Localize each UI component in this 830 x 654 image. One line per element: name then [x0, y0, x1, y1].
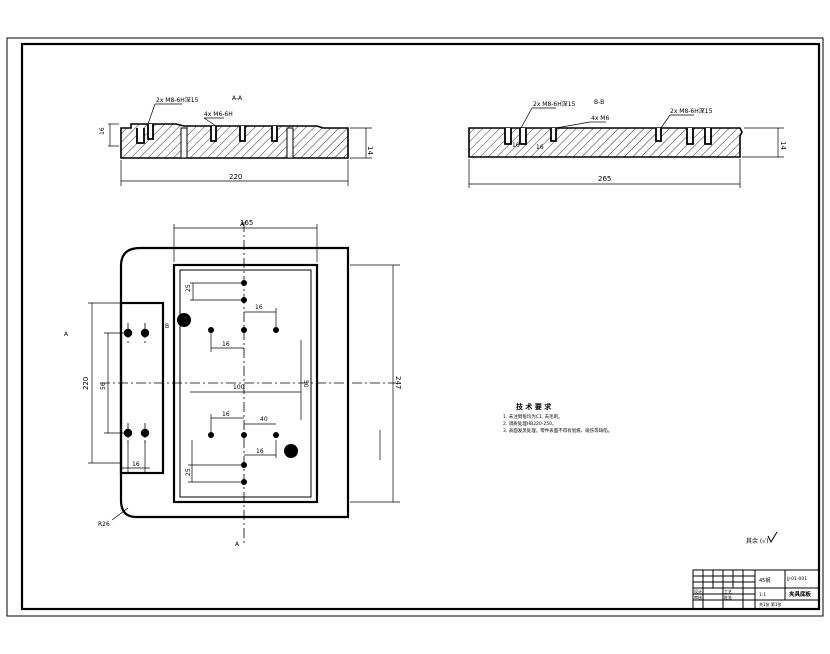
drawing-frame — [20, 42, 821, 611]
locating-pin — [284, 444, 298, 458]
locating-pin — [177, 313, 191, 327]
dim-right-width: 265 — [598, 175, 611, 183]
section-left-body — [120, 123, 349, 159]
dim-upper-hole-1: 25 — [185, 284, 192, 292]
dim-lower-hole-1: 16 — [222, 411, 230, 418]
hole — [241, 297, 247, 303]
pocket-step — [179, 269, 312, 498]
hole — [273, 327, 279, 333]
title-block-grid — [693, 570, 755, 609]
dim-left-thickness: 14 — [366, 146, 374, 155]
dim-top-width: 165 — [240, 219, 253, 227]
callout-right-1: 2x M8-6H深15 — [533, 100, 576, 108]
plan-view: A A A B 165 247 — [64, 219, 402, 548]
dim-right-hole: 16 — [536, 144, 544, 151]
dim-lower-hole-4: 25 — [185, 468, 192, 476]
callout-right-2: 4x M6 — [591, 115, 609, 122]
dim-right-inner: 50 — [302, 380, 309, 388]
title-row-label: 批准 — [724, 594, 732, 600]
tapped-hole — [136, 128, 145, 144]
hole — [241, 327, 247, 333]
tapped-hole — [704, 128, 712, 145]
section-label-left: A-A — [232, 95, 243, 102]
dim-bottom-left: 16 — [132, 461, 140, 468]
section-view-left: A-A 2x M8-6H深15 4x M6-6H 220 14 16 — [99, 95, 374, 186]
cut-marker-bottom: A — [235, 541, 240, 548]
dim-left-height: 220 — [82, 377, 90, 390]
tapped-hole — [504, 128, 512, 145]
callout-left-1: 2x M8-6H深15 — [156, 96, 199, 104]
title-scale: 1:1 — [759, 592, 766, 598]
tapped-hole — [210, 126, 217, 142]
plate-outline — [119, 246, 350, 519]
tapped-hole — [271, 126, 278, 142]
title-row-label: 审核 — [694, 594, 702, 600]
section-label-right: B-B — [594, 99, 604, 106]
hole — [208, 327, 214, 333]
tapped-hole — [519, 128, 527, 145]
tapped-hole — [147, 124, 154, 140]
hole — [241, 280, 247, 286]
dim-upper-hole-2: 16 — [255, 304, 263, 311]
title-material: 45钢 — [759, 577, 770, 584]
hole — [273, 432, 279, 438]
tech-note-line: 1. 未注倒角均为C1, 去毛刺。 — [503, 413, 563, 420]
title-drawing-no: JJ-01-001 — [786, 576, 807, 582]
tech-note-line: 2. 调质处理HB220-250。 — [503, 420, 557, 427]
tech-notes-title: 技 术 要 求 — [516, 402, 552, 411]
tech-note-line: 3. 表面发黑处理，零件表面不得有划痕、碰伤等缺陷。 — [503, 427, 612, 434]
callout-right-3: 2x M8-6H深15 — [670, 107, 713, 115]
inner-pocket — [172, 263, 319, 504]
title-part-name: 夹具底板 — [789, 590, 812, 598]
title-row-label: 工艺 — [724, 589, 732, 594]
tapped-hole — [686, 128, 694, 145]
sheet-trim-border — [6, 37, 824, 617]
dim-lower-hole-2: 40 — [260, 416, 268, 423]
slot — [286, 127, 294, 159]
roughness-text: 其余 (√) — [746, 537, 768, 545]
dim-upper-hole-3: 16 — [222, 341, 230, 348]
cut-marker-right: B — [165, 323, 169, 330]
title-block: 设计 审核 工艺 批准 45钢 JJ-01-001 夹具底板 1:1 共1张 第… — [692, 569, 820, 610]
dim-right-height: 247 — [394, 376, 402, 389]
dim-left-step: 16 — [99, 127, 106, 135]
radius-label: R26 — [98, 521, 110, 528]
hole — [241, 462, 247, 468]
callout-left-2: 4x M6-6H — [204, 111, 233, 118]
roughness-note: 其余 (√) — [746, 531, 778, 545]
hole — [241, 479, 247, 485]
section-right-body — [468, 127, 743, 158]
dim-left-width: 220 — [229, 173, 242, 181]
hole — [208, 432, 214, 438]
cut-marker-left: A — [64, 331, 69, 338]
dim-lower-hole-3: 16 — [256, 448, 264, 455]
section-view-right: B-B 2x M8-6H深15 4x M6 2x M8-6H深15 16 16 … — [468, 99, 787, 188]
title-row-label: 设计 — [694, 588, 702, 594]
dim-mid: 100 — [233, 384, 245, 391]
tapped-hole — [239, 126, 246, 142]
dim-left-inner: 56 — [100, 382, 107, 390]
dim-right-step: 16 — [512, 142, 520, 149]
tech-notes: 技 术 要 求 1. 未注倒角均为C1, 去毛刺。 2. 调质处理HB220-2… — [503, 402, 612, 434]
slot — [180, 127, 188, 159]
clamp-strip — [119, 301, 165, 475]
cut-marker-top: A — [240, 221, 245, 228]
roughness-symbol-icon — [767, 531, 778, 544]
tapped-hole — [655, 128, 662, 142]
title-sheet: 共1张 第1张 — [759, 601, 781, 607]
dim-right-thickness: 14 — [779, 141, 787, 150]
hole — [241, 432, 247, 438]
tapped-hole — [550, 128, 557, 142]
